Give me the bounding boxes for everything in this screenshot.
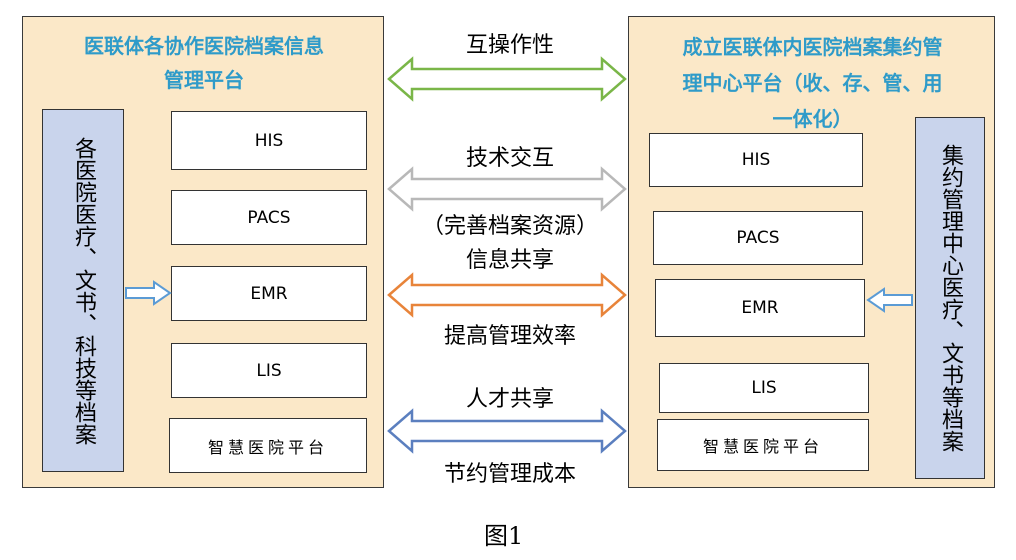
right-title-line3: 一体化） <box>772 107 853 131</box>
left-panel: 医联体各协作医院档案信息 管理平台 各医院医疗、文书、科技等档案 HIS PAC… <box>22 16 384 488</box>
label-tech-interaction: 技术交互 <box>465 146 554 171</box>
right-smart-hospital-box: 智慧医院平台 <box>657 419 869 471</box>
left-archive-box: 各医院医疗、文书、科技等档案 <box>42 109 124 472</box>
right-archive-box: 集约管理中心医疗、文书等档案 <box>915 117 985 479</box>
blue-double-arrow-icon <box>387 408 627 454</box>
label-efficiency: 提高管理效率 <box>443 324 576 349</box>
label-info-sharing: 信息共享 <box>465 248 554 273</box>
left-smart-hospital-box: 智慧医院平台 <box>169 418 367 473</box>
right-hollow-arrow-icon <box>866 287 913 313</box>
figure-caption: 图1 <box>484 522 524 550</box>
right-pacs-box: PACS <box>653 211 863 265</box>
left-archive-label: 各医院医疗、文书、科技等档案 <box>71 136 96 445</box>
right-his-box: HIS <box>649 133 863 187</box>
right-panel-title: 成立医联体内医院档案集约管 理中心平台（收、存、管、用 一体化） <box>629 29 996 137</box>
left-title-line1: 医联体各协作医院档案信息 <box>84 34 324 58</box>
label-improve-archives: （完善档案资源） <box>421 214 598 239</box>
left-panel-title: 医联体各协作医院档案信息 管理平台 <box>23 29 385 97</box>
label-talent-sharing: 人才共享 <box>465 387 554 412</box>
right-panel: 成立医联体内医院档案集约管 理中心平台（收、存、管、用 一体化） HIS PAC… <box>628 16 995 488</box>
green-double-arrow-icon <box>387 56 627 102</box>
left-pacs-box: PACS <box>171 190 367 245</box>
right-title-line1: 成立医联体内医院档案集约管 <box>682 35 943 59</box>
label-interoperability: 互操作性 <box>465 33 554 58</box>
label-cost-saving: 节约管理成本 <box>443 462 576 487</box>
left-lis-box: LIS <box>171 343 367 398</box>
left-his-box: HIS <box>171 111 367 170</box>
right-lis-box: LIS <box>659 363 869 413</box>
left-emr-box: EMR <box>171 266 367 321</box>
left-title-line2: 管理平台 <box>164 68 244 92</box>
left-hollow-arrow-icon <box>125 280 172 306</box>
right-emr-box: EMR <box>655 279 865 337</box>
orange-double-arrow-icon <box>387 272 627 318</box>
right-title-line2: 理中心平台（收、存、管、用 <box>682 71 943 95</box>
right-archive-label: 集约管理中心医疗、文书等档案 <box>938 144 963 452</box>
gray-double-arrow-icon <box>387 166 627 212</box>
